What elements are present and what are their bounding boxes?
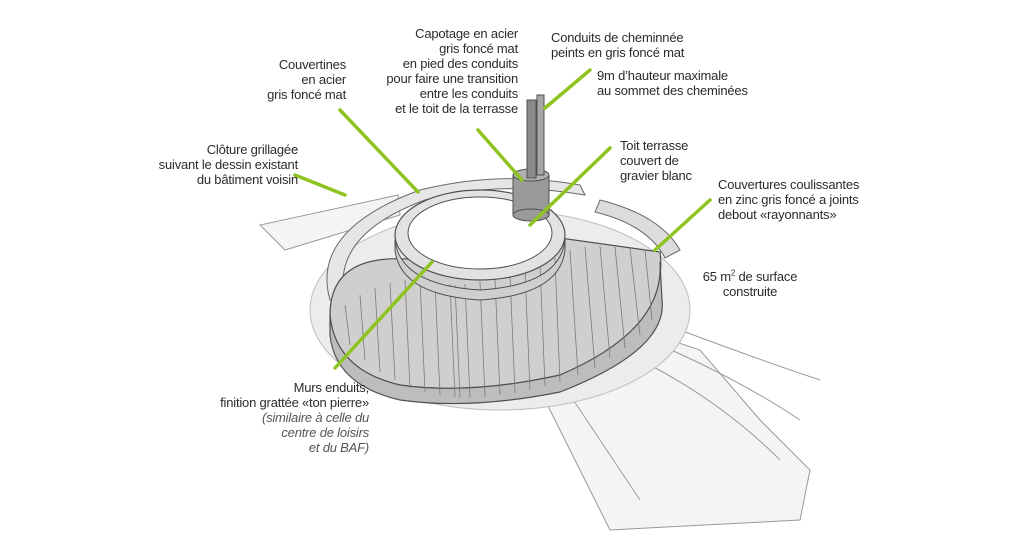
leader-conduits — [543, 68, 592, 110]
label-hauteur: 9m d’hauteur maximale au sommet des chem… — [597, 68, 748, 98]
leader-couvertures — [653, 198, 712, 252]
leader-capotage — [476, 128, 524, 182]
superscript-two: 2 — [730, 268, 736, 278]
label-couvertines: Couvertines en acier gris foncé mat — [267, 57, 346, 102]
right-wall — [594, 199, 681, 259]
label-couvertures: Couvertures coulissantes en zinc gris fo… — [718, 177, 860, 222]
label-cloture: Clôture grillagée suivant le dessin exis… — [158, 142, 299, 187]
chimney — [512, 94, 550, 222]
label-conduits: Conduits de cheminnée peints en gris fon… — [551, 30, 685, 60]
leader-toit — [528, 146, 612, 227]
label-toit: Toit terrasse couvert de gravier blanc — [620, 138, 692, 183]
label-surface: 65 m2 de surface construite — [702, 268, 798, 299]
label-murs: Murs enduits, finition grattée «ton pier… — [220, 380, 369, 455]
leader-lines — [293, 68, 712, 370]
leader-couvertines — [338, 108, 420, 194]
leader-cloture — [293, 173, 347, 197]
label-capotage: Capotage en acier gris foncé mat en pied… — [386, 26, 518, 116]
fence-wall — [326, 178, 586, 301]
leader-murs — [333, 260, 434, 370]
